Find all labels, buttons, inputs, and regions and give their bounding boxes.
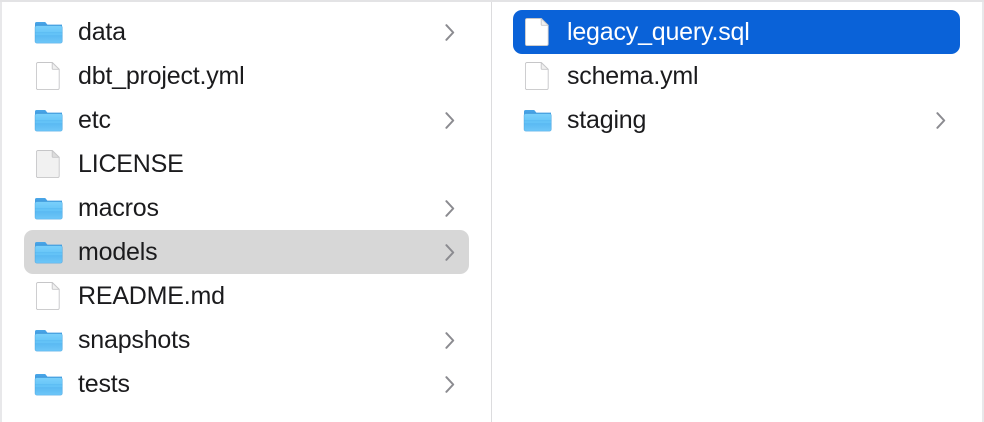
document-icon: [34, 61, 64, 91]
file-name-label: macros: [78, 194, 159, 222]
file-row[interactable]: legacy_query.sql: [513, 10, 960, 54]
file-column-child[interactable]: legacy_query.sql schema.yml: [492, 2, 984, 422]
file-name-label: staging: [567, 106, 647, 134]
file-list-child: legacy_query.sql schema.yml: [492, 10, 982, 142]
file-row[interactable]: macros: [24, 186, 469, 230]
file-name-label: legacy_query.sql: [567, 18, 750, 46]
chevron-right-icon[interactable]: [443, 110, 457, 130]
file-row[interactable]: etc: [24, 98, 469, 142]
file-row[interactable]: staging: [513, 98, 960, 142]
file-name-label: dbt_project.yml: [78, 62, 245, 90]
chevron-right-icon[interactable]: [443, 330, 457, 350]
chevron-right-icon[interactable]: [443, 22, 457, 42]
file-column-parent[interactable]: data dbt_project.yml: [0, 2, 492, 422]
file-row[interactable]: dbt_project.yml: [24, 54, 469, 98]
file-name-label: models: [78, 238, 158, 266]
folder-icon: [34, 193, 64, 223]
chevron-right-icon[interactable]: [443, 242, 457, 262]
file-name-label: LICENSE: [78, 150, 184, 178]
chevron-right-icon[interactable]: [443, 374, 457, 394]
file-row[interactable]: data: [24, 10, 469, 54]
document-plain-icon: [34, 149, 64, 179]
file-name-label: tests: [78, 370, 130, 398]
folder-icon: [523, 105, 553, 135]
file-name-label: etc: [78, 106, 111, 134]
file-row[interactable]: tests: [24, 362, 469, 406]
folder-icon: [34, 369, 64, 399]
file-list-parent: data dbt_project.yml: [2, 10, 491, 406]
file-name-label: data: [78, 18, 126, 46]
document-icon: [523, 61, 553, 91]
file-name-label: snapshots: [78, 326, 191, 354]
folder-icon: [34, 17, 64, 47]
document-icon: [34, 281, 64, 311]
chevron-right-icon[interactable]: [443, 198, 457, 218]
file-name-label: README.md: [78, 282, 225, 310]
document-icon: [523, 17, 553, 47]
file-row[interactable]: README.md: [24, 274, 469, 318]
file-row[interactable]: schema.yml: [513, 54, 960, 98]
file-row[interactable]: snapshots: [24, 318, 469, 362]
folder-icon: [34, 325, 64, 355]
chevron-right-icon[interactable]: [934, 110, 948, 130]
file-row[interactable]: models: [24, 230, 469, 274]
folder-icon: [34, 105, 64, 135]
folder-icon: [34, 237, 64, 267]
file-name-label: schema.yml: [567, 62, 699, 90]
file-row[interactable]: LICENSE: [24, 142, 469, 186]
